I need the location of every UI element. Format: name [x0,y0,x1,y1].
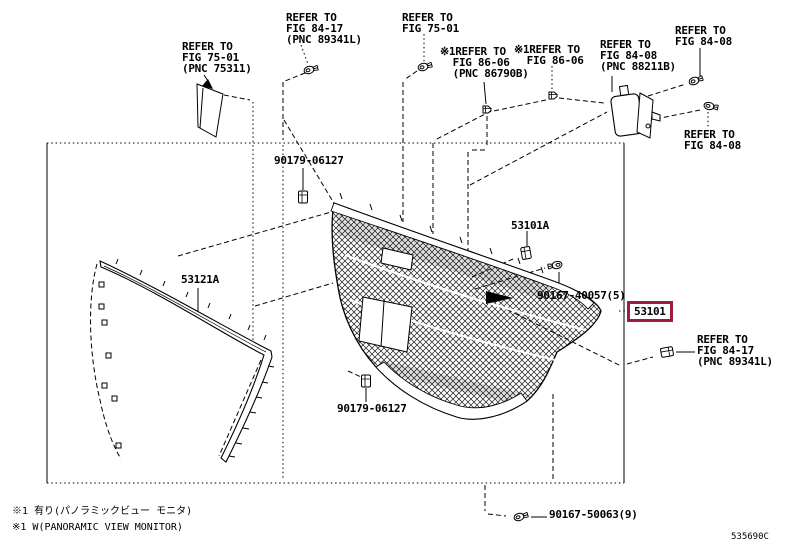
part-label-90179-06127-bottom[interactable]: 90179-06127 [337,402,407,415]
molding-drawing [91,259,274,462]
ref-label-fig84-17-pnc89341L-right[interactable]: REFER TO FIG 84-17 (PNC 89341L) [697,333,773,368]
clip-icon [298,190,308,204]
screw-icon [687,74,705,87]
radar-sensor-drawing [610,85,660,138]
emblem-mount [381,248,413,270]
grommet-icon [548,91,558,100]
part-label-53101A[interactable]: 53101A [511,219,549,232]
screw-icon [416,60,434,73]
part-label-90167-50063[interactable]: 90167-50063(9) [549,508,638,521]
ref-label-fig75-01-pnc75311[interactable]: REFER TO FIG 75-01 (PNC 75311) [182,40,252,75]
part-label-53121A[interactable]: 53121A [181,273,219,286]
camera-cover-drawing [197,84,223,137]
ref-label-fig84-08-pnc88211B[interactable]: REFER TO FIG 84-08 (PNC 88211B) [600,38,676,73]
screw-icon [302,63,320,76]
part-label-90167-40057[interactable]: 90167-40057(5) [537,289,626,302]
ref-label-fig75-01-right[interactable]: REFER TO FIG 75-01 [402,11,459,35]
screw-icon [512,510,530,523]
ref-label-fig84-08-bottom[interactable]: REFER TO FIG 84-08 [684,128,741,152]
screw-icon [547,260,564,271]
clip-icon [520,245,532,261]
diagram-code: 535690C [731,532,769,542]
ref-label-fig86-06-pnc86790B[interactable]: ※1REFER TO FIG 86-06 (PNC 86790B) [440,45,529,80]
part-53101-box[interactable]: 53101 [627,301,673,322]
ref-label-fig86-06[interactable]: ※1REFER TO FIG 86-06 [514,43,584,67]
molding-clips [99,282,121,448]
ref-label-fig84-17-pnc89341L-top[interactable]: REFER TO FIG 84-17 (PNC 89341L) [286,11,362,46]
footnote-english: ※1 W(PANORAMIC VIEW MONITOR) [12,522,183,533]
ref-label-fig84-08-top[interactable]: REFER TO FIG 84-08 [675,24,732,48]
clip-icon [659,346,675,358]
screw-icon [702,101,719,112]
grommet-icon [482,105,492,114]
clip-icon [361,374,371,388]
footnote-japanese: ※1 有り(パノラミックビュー モニタ) [12,506,193,517]
license-plate-mount [359,297,412,352]
part-label-90179-06127-top[interactable]: 90179-06127 [274,154,344,167]
frame-rectangle [47,143,624,483]
grille-drawing [331,193,601,419]
